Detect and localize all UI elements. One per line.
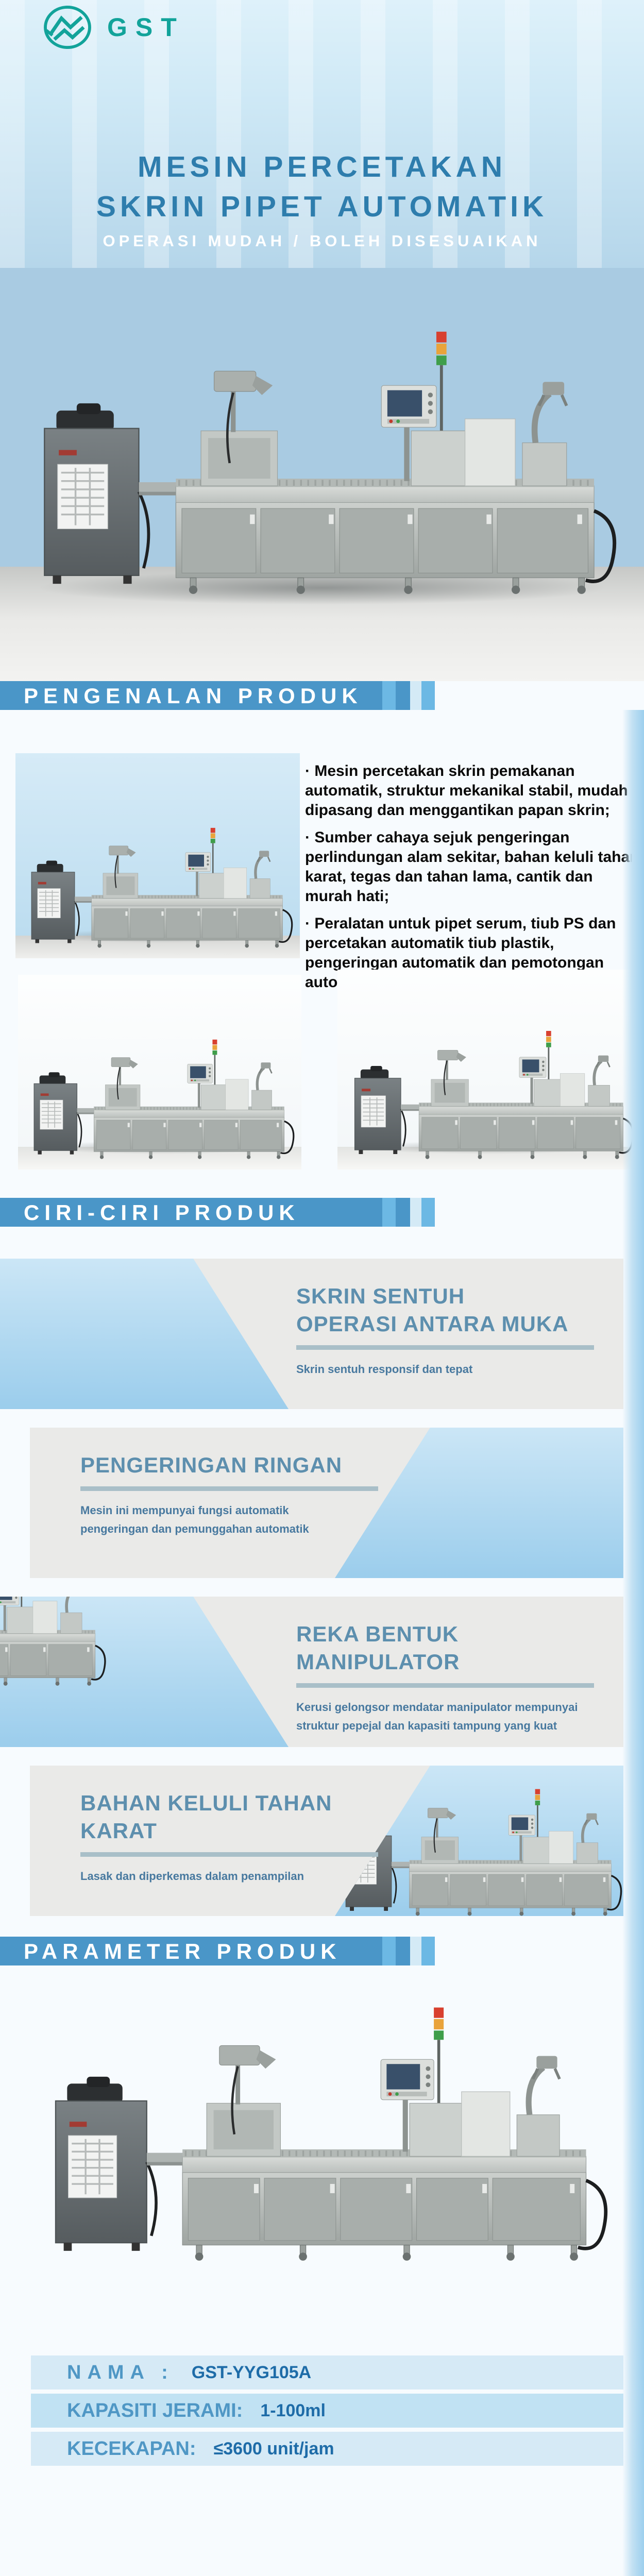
bar-decor-square [396, 1937, 410, 1965]
page-subtitle: OPERASI MUDAH / BOLEH DISESUAIKAN [103, 232, 541, 250]
intro-bullets: · Mesin percetakan skrin pemakanan autom… [305, 761, 640, 1000]
feature-photo [0, 1597, 289, 1747]
feature-text: SKRIN SENTUH OPERASI ANTARA MUKA Skrin s… [296, 1282, 611, 1379]
section-header-label: CIRI-CIRI PRODUK [0, 1198, 382, 1227]
feature-underline [296, 1683, 594, 1688]
features-section: SKRIN SENTUH OPERASI ANTARA MUKA Skrin s… [0, 1227, 644, 1916]
feature-card-touchscreen: SKRIN SENTUH OPERASI ANTARA MUKA Skrin s… [0, 1259, 623, 1409]
feature-description: Skrin sentuh responsif dan tepat [296, 1362, 473, 1376]
feature-title: SKRIN SENTUH OPERASI ANTARA MUKA [296, 1284, 569, 1336]
machine-illustration [33, 1990, 611, 2261]
bar-decor-square [396, 1198, 410, 1227]
intro-section: · Mesin percetakan skrin pemakanan autom… [0, 710, 644, 991]
feature-title: REKA BENTUK MANIPULATOR [296, 1622, 460, 1674]
brand-header: GST [42, 5, 185, 49]
intro-bullet: · Mesin percetakan skrin pemakanan autom… [305, 762, 628, 819]
gst-logo-icon [44, 5, 91, 49]
feature-card-manipulator: REKA BENTUK MANIPULATOR Kerusi gelongsor… [0, 1597, 623, 1747]
bar-decor-square [410, 681, 421, 710]
parameter-row-kecekapan: KECEKAPAN: ≤3600 unit/jam [31, 2432, 623, 2466]
feature-text: REKA BENTUK MANIPULATOR Kerusi gelongsor… [296, 1620, 611, 1735]
bar-decor-square [382, 681, 396, 710]
intro-photo-row [0, 969, 644, 1185]
feature-card-drying: PENGERINGAN RINGAN Mesin ini mempunyai f… [30, 1428, 623, 1578]
intro-photo [15, 753, 300, 958]
section-header-label: PENGENALAN PRODUK [0, 681, 382, 710]
parameter-row-kapasiti: KAPASITI JERAMI: 1-100ml [31, 2394, 623, 2428]
feature-card-stainless: BAHAN KELULI TAHAN KARAT Lasak dan diper… [30, 1766, 623, 1916]
section-header-label: PARAMETER PRODUK [0, 1937, 382, 1965]
machine-photo-right [337, 970, 641, 1170]
parameter-value: 1-100ml [260, 2400, 326, 2420]
feature-description: Kerusi gelongsor mendatar manipulator me… [296, 1700, 578, 1732]
feature-description: Lasak dan diperkemas dalam penampilan [80, 1869, 304, 1883]
machine-detail-illustration [0, 1597, 289, 1747]
feature-text: PENGERINGAN RINGAN Mesin ini mempunyai f… [80, 1451, 395, 1538]
feature-description: Mesin ini mempunyai fungsi automatik pen… [80, 1503, 309, 1535]
bar-decor-square [410, 1198, 421, 1227]
bar-decor-square [382, 1937, 396, 1965]
feature-underline [296, 1345, 594, 1350]
machine-illustration [344, 1022, 635, 1159]
parameter-photo [0, 1990, 644, 2315]
intro-bullet: · Sumber cahaya sejuk pengeringan perlin… [305, 829, 639, 905]
bar-decor-square [410, 1937, 421, 1965]
top-banner: GST MESIN PERCETAKAN SKRIN PIPET AUTOMAT… [0, 0, 644, 268]
hero-product-photo [0, 268, 644, 681]
parameter-value: ≤3600 unit/jam [213, 2438, 334, 2459]
machine-illustration [24, 1031, 296, 1159]
section-header-intro: PENGENALAN PRODUK [0, 681, 436, 710]
parameter-table: NAMA : GST-YYG105A KAPASITI JERAMI: 1-10… [31, 2355, 623, 2466]
brand-name: GST [107, 13, 185, 42]
page-title: MESIN PERCETAKAN SKRIN PIPET AUTOMATIK [96, 150, 548, 223]
right-decor-band [622, 710, 644, 2576]
parameter-row-nama: NAMA : GST-YYG105A [31, 2355, 623, 2389]
feature-underline [80, 1486, 378, 1491]
feature-photo [0, 1259, 289, 1409]
parameter-label: NAMA : [67, 2361, 174, 2383]
parameter-value: GST-YYG105A [191, 2362, 312, 2382]
parameter-label: KECEKAPAN: [67, 2437, 196, 2460]
bar-decor-square [396, 681, 410, 710]
feature-title: BAHAN KELULI TAHAN KARAT [80, 1791, 332, 1843]
bar-decor-square [421, 1937, 435, 1965]
bar-decor-square [382, 1198, 396, 1227]
feature-text: BAHAN KELULI TAHAN KARAT Lasak dan diper… [80, 1789, 395, 1886]
section-header-parameters: PARAMETER PRODUK [0, 1937, 436, 1965]
parameter-label: KAPASITI JERAMI: [67, 2399, 243, 2421]
bar-decor-square [421, 1198, 435, 1227]
machine-illustration [21, 820, 294, 948]
machine-detail-illustration [0, 1259, 289, 1409]
feature-underline [80, 1852, 378, 1857]
machine-illustration [22, 314, 619, 595]
section-header-features: CIRI-CIRI PRODUK [0, 1198, 436, 1227]
machine-photo-left [18, 975, 301, 1170]
bar-decor-square [421, 681, 435, 710]
feature-title: PENGERINGAN RINGAN [80, 1453, 343, 1477]
